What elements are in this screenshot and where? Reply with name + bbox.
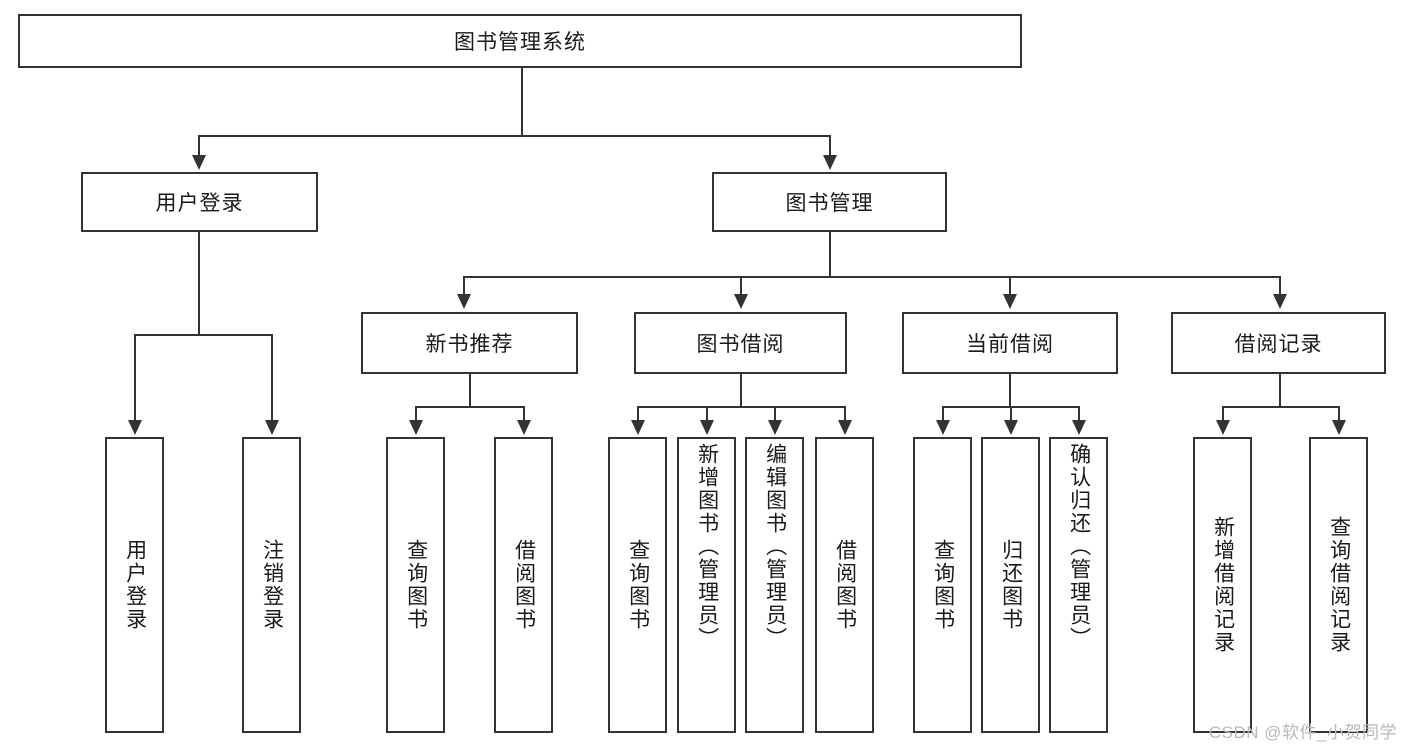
node-borrow-record[interactable]: 借阅记录 [1171,312,1386,374]
arrowhead-to-leaf-br-add-record [1216,420,1230,435]
leaf-bb-borrow-book[interactable]: 借阅图书 [815,437,874,733]
leaf-br-query-record[interactable]: 查询借阅记录 [1309,437,1368,733]
connector-nbr-drop-1 [415,406,417,422]
connector-bb-drop-4 [844,406,846,422]
connector-br-stem [1279,374,1281,408]
node-label: 借阅图书 [512,539,536,631]
connector-nbr-drop-2 [523,406,525,422]
node-root-book-management-system[interactable]: 图书管理系统 [18,14,1022,68]
node-label: 归还图书 [999,539,1023,631]
leaf-logout[interactable]: 注销登录 [242,437,301,733]
arrowhead-to-leaf-bb-add-book [700,420,714,435]
leaf-nbr-borrow-book[interactable]: 借阅图书 [494,437,553,733]
node-label: 新书推荐 [425,333,514,356]
connector-cb-drop-3 [1078,406,1080,422]
connector-bb-drop-1 [637,406,639,422]
connector-book-management-bus [463,276,1280,278]
connector-user-login-drop-1 [134,334,136,422]
connector-br-bus [1222,406,1339,408]
node-book-management[interactable]: 图书管理 [712,172,947,232]
leaf-cb-return-book[interactable]: 归还图书 [981,437,1040,733]
leaf-nbr-query-book[interactable]: 查询图书 [386,437,445,733]
connector-root-drop-left [198,135,200,157]
node-label: 图书借阅 [696,333,785,356]
arrowhead-to-leaf-nbr-borrow-book [517,420,531,435]
connector-bb-stem [740,374,742,408]
arrowhead-to-book-borrow [734,294,748,309]
node-label: 编辑图书（管理员） [763,443,787,650]
connector-user-login-drop-2 [271,334,273,422]
arrowhead-to-leaf-cb-confirm-return [1072,420,1086,435]
connector-root-bus [198,135,830,137]
connector-root-stem [521,68,523,136]
watermark-text: CSDN @软件_小贺同学 [1208,723,1397,742]
connector-nbr-stem [469,374,471,408]
connector-user-login-bus [134,334,272,336]
connector-user-login-stem [198,232,200,336]
connector-book-management-stem [829,232,831,278]
node-label: 借阅图书 [833,539,857,631]
arrowhead-to-user-login [192,155,206,170]
arrowhead-to-leaf-cb-query-book [936,420,950,435]
node-label: 注销登录 [260,539,284,631]
leaf-bb-query-book[interactable]: 查询图书 [608,437,667,733]
node-label: 用户登录 [155,192,244,215]
connector-bb-drop-2 [706,406,708,422]
arrowhead-to-leaf-nbr-query-book [409,420,423,435]
arrowhead-to-leaf-cb-return-book [1004,420,1018,435]
connector-br-drop-1 [1222,406,1224,422]
leaf-bb-edit-book[interactable]: 编辑图书（管理员） [745,437,804,733]
node-label: 查询图书 [931,539,955,631]
connector-bb-drop-3 [774,406,776,422]
arrowhead-to-book-management [823,155,837,170]
leaf-cb-query-book[interactable]: 查询图书 [913,437,972,733]
arrowhead-to-leaf-br-query-record [1332,420,1346,435]
arrowhead-to-leaf-user-login [128,420,142,435]
connector-cb-drop-2 [1010,406,1012,422]
node-current-borrow[interactable]: 当前借阅 [902,312,1118,374]
leaf-user-login[interactable]: 用户登录 [105,437,164,733]
node-user-login[interactable]: 用户登录 [81,172,318,232]
connector-cb-drop-1 [942,406,944,422]
node-label: 图书管理系统 [454,31,586,54]
leaf-br-add-record[interactable]: 新增借阅记录 [1193,437,1252,733]
node-label: 新增图书（管理员） [695,443,719,650]
connector-cb-stem [1009,374,1011,408]
node-label: 用户登录 [123,539,147,631]
connector-bm-drop-1 [463,276,465,296]
arrowhead-to-leaf-bb-query-book [631,420,645,435]
node-label: 新增借阅记录 [1211,516,1235,654]
connector-bm-drop-4 [1279,276,1281,296]
connector-bm-drop-2 [740,276,742,296]
connector-root-drop-right [829,135,831,157]
node-book-borrow[interactable]: 图书借阅 [634,312,847,374]
node-label: 当前借阅 [966,333,1054,356]
leaf-cb-confirm-return[interactable]: 确认归还（管理员） [1049,437,1108,733]
arrowhead-to-leaf-bb-borrow-book [838,420,852,435]
node-label: 确认归还（管理员） [1067,443,1091,650]
arrowhead-to-leaf-bb-edit-book [768,420,782,435]
connector-br-drop-2 [1338,406,1340,422]
leaf-bb-add-book[interactable]: 新增图书（管理员） [677,437,736,733]
connector-bm-drop-3 [1009,276,1011,296]
arrowhead-to-leaf-logout [265,420,279,435]
node-label: 借阅记录 [1234,333,1323,356]
arrowhead-to-borrow-record [1273,294,1287,309]
node-new-book-recommend[interactable]: 新书推荐 [361,312,578,374]
node-label: 查询借阅记录 [1327,516,1351,654]
connector-bb-bus [637,406,845,408]
connector-nbr-bus [415,406,524,408]
node-label: 查询图书 [404,539,428,631]
node-label: 查询图书 [626,539,650,631]
arrowhead-to-current-borrow [1003,294,1017,309]
arrowhead-to-new-book-recommend [457,294,471,309]
node-label: 图书管理 [785,192,874,215]
